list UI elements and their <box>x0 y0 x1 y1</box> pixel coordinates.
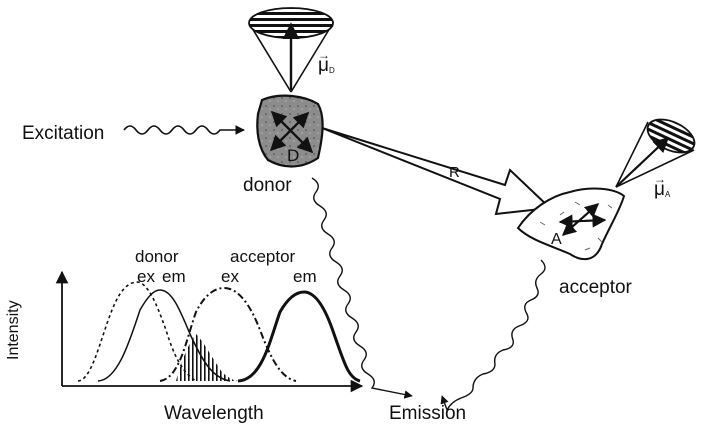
excitation-label: Excitation <box>22 123 105 144</box>
distance-label: R <box>449 164 460 181</box>
excitation-wave <box>123 125 245 135</box>
plot-acceptor-header: acceptor <box>230 247 296 266</box>
donor-emission-curve <box>97 289 231 382</box>
acceptor-molecule <box>516 187 626 261</box>
overlap-region <box>176 334 240 381</box>
spectra-plot <box>55 270 364 393</box>
emission-label: Emission <box>389 403 467 424</box>
vector-arrow-icon: → <box>654 172 666 186</box>
plot-acceptor-ex: ex <box>221 267 239 286</box>
mu-acceptor-label: →μA <box>654 172 671 200</box>
donor-molecule <box>256 94 324 168</box>
plot-donor-ex: ex <box>137 267 155 286</box>
donor-dipole-cone <box>248 7 334 93</box>
plot-donor-em: em <box>162 267 186 286</box>
acceptor-dipole-cone <box>615 118 696 188</box>
donor-label: donor <box>243 175 292 196</box>
mu-donor-label: →μD <box>318 48 335 76</box>
acceptor-emission-curve <box>237 290 361 383</box>
acceptor-emission-wave <box>440 259 546 412</box>
plot-ylabel: Intensity <box>5 300 22 360</box>
plot-donor-header: donor <box>135 247 179 266</box>
acceptor-excitation-curve <box>159 286 297 382</box>
donor-emission-wave <box>311 177 413 399</box>
acceptor-label: acceptor <box>559 277 632 298</box>
acceptor-letter: A <box>551 231 562 248</box>
energy-transfer-arrow <box>321 127 553 216</box>
plot-acceptor-em: em <box>293 267 317 286</box>
plot-xlabel: Wavelength <box>164 403 264 424</box>
donor-excitation-curve <box>77 281 197 382</box>
donor-letter: D <box>287 146 300 165</box>
vector-arrow-icon: → <box>318 48 330 62</box>
